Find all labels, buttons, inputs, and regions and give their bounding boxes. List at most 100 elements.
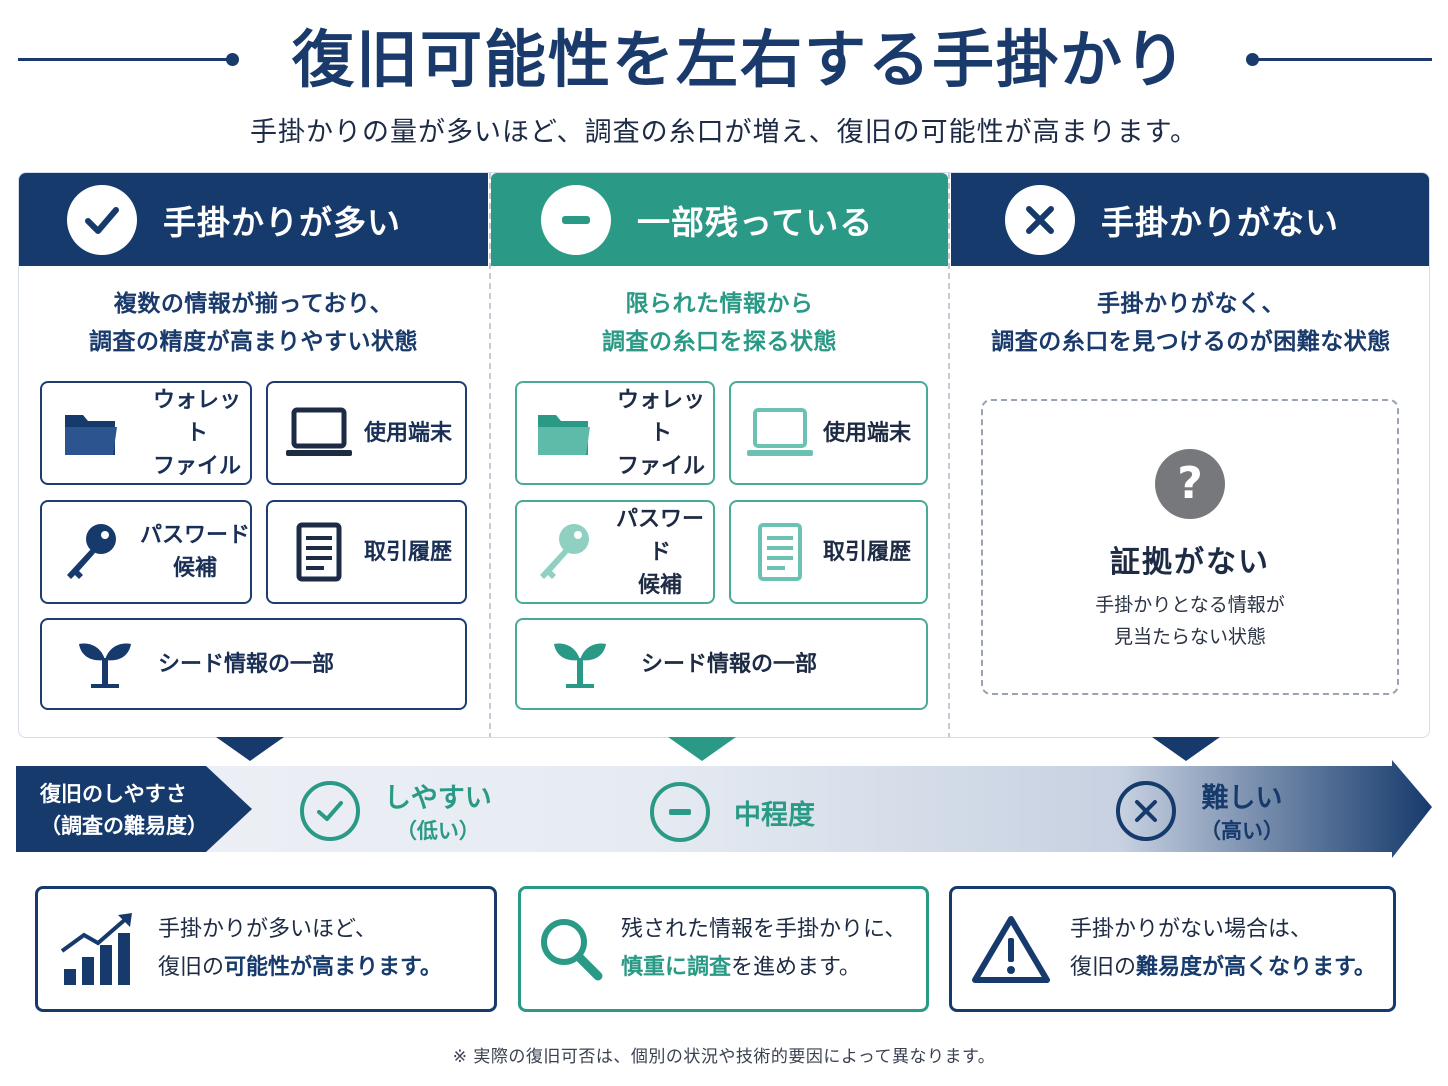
card-label: シード情報の一部: [641, 651, 818, 677]
difficulty-arrow: [16, 760, 1432, 858]
summary-text: 残された情報を手掛かりに、 慎重に調査を進めます。: [621, 911, 906, 987]
card-wallet-file: ウォレット ファイル: [40, 381, 252, 485]
card-seed-info: シード情報の一部: [515, 618, 928, 710]
pointer-triangle: [668, 737, 736, 761]
panel-description: 限られた情報から 調査の糸口を探る状態: [491, 285, 948, 361]
document-icon: [745, 522, 815, 582]
card-label: 使用端末: [823, 420, 912, 446]
difficulty-medium: 中程度: [650, 782, 815, 842]
panel-description: 手掛かりがなく、 調査の糸口を見つけるのが困難な状態: [951, 285, 1429, 361]
check-icon: [67, 184, 137, 255]
panel-header: 手掛かりがない: [951, 173, 1429, 266]
desc-line: 調査の糸口を探る状態: [602, 329, 837, 355]
title-dot-left: [226, 53, 239, 66]
check-icon: [300, 780, 360, 841]
card-label: ウォレット ファイル: [144, 384, 250, 483]
summary-text-normal: 復旧の: [158, 955, 225, 980]
summary-text-normal: を進めます。: [731, 955, 861, 980]
card-wallet-file: ウォレット ファイル: [515, 381, 715, 485]
summary-text: 手掛かりがない場合は、 復旧の難易度が高くなります。: [1070, 911, 1376, 987]
laptop-icon: [284, 406, 354, 460]
card-label: 使用端末: [364, 420, 453, 446]
card-label-line: 候補: [172, 556, 217, 581]
pointer-triangle: [1152, 737, 1220, 761]
summary-highlight: 難易度が高く: [1136, 955, 1269, 980]
difficulty-label-line: 復旧のしやすさ: [40, 782, 187, 806]
no-evidence-description: 手掛かりとなる情報が 見当たらない状態: [983, 589, 1397, 653]
summary-box-many: 手掛かりが多いほど、 復旧の可能性が高まります。: [35, 886, 497, 1012]
summary-highlight: 可能性が高まります。: [224, 955, 442, 980]
card-transaction-history: 取引履歴: [729, 500, 928, 604]
summary-text-normal: なります。: [1268, 955, 1376, 980]
difficulty-text: 中程度: [734, 793, 815, 832]
summary-box-none: 手掛かりがない場合は、 復旧の難易度が高くなります。: [949, 886, 1396, 1012]
document-icon: [284, 522, 354, 582]
card-label: パスワード 候補: [140, 519, 250, 585]
card-label-line: ウォレット: [152, 387, 241, 446]
title-row: 復旧可能性を左右する手掛かり: [0, 18, 1448, 98]
minus-icon: [650, 782, 710, 842]
panel-no-clues: 手掛かりがない 手掛かりがなく、 調査の糸口を見つけるのが困難な状態 ? 証拠が…: [951, 173, 1429, 737]
difficulty-main: しやすい: [384, 783, 492, 814]
desc-line: 調査の糸口を見つけるのが困難な状態: [991, 329, 1391, 355]
difficulty-sub: （高い）: [1200, 819, 1284, 843]
desc-line: 調査の精度が高まりやすい状態: [89, 329, 418, 355]
key-icon: [56, 521, 126, 583]
difficulty-main: 難しい: [1201, 783, 1283, 814]
title-divider-right: [1252, 58, 1432, 61]
x-icon: [1116, 780, 1176, 841]
desc-line: 手掛かりとなる情報が: [1095, 594, 1285, 616]
card-label-line: 候補: [637, 572, 682, 598]
difficulty-hard: 難しい （高い）: [1116, 776, 1284, 845]
panel-title: 手掛かりが多い: [163, 202, 401, 242]
growth-chart-icon: [38, 911, 158, 987]
no-evidence-title: 証拠がない: [1110, 545, 1270, 580]
difficulty-text: 難しい （高い）: [1200, 776, 1284, 845]
card-seed-info: シード情報の一部: [40, 618, 467, 710]
summary-box-some: 残された情報を手掛かりに、 慎重に調査を進めます。: [518, 886, 929, 1012]
laptop-icon: [745, 406, 815, 460]
page-subtitle: 手掛かりの量が多いほど、調査の糸口が増え、復旧の可能性が高まります。: [250, 117, 1198, 148]
folder-icon: [529, 407, 599, 459]
page-title: 復旧可能性を左右する手掛かり: [291, 23, 1188, 96]
title-divider-left: [18, 58, 228, 61]
summary-line: 復旧の難易度が高くなります。: [1070, 949, 1376, 987]
card-device: 使用端末: [729, 381, 928, 485]
difficulty-easy: しやすい （低い）: [300, 776, 492, 845]
card-label: パスワード 候補: [607, 503, 713, 602]
card-password: パスワード 候補: [40, 500, 252, 604]
card-label: 取引履歴: [364, 539, 453, 565]
panel-many-clues: 手掛かりが多い 複数の情報が揃っており、 調査の精度が高まりやすい状態 ウォレッ…: [19, 173, 488, 737]
difficulty-text: しやすい （低い）: [384, 776, 492, 845]
pointer-triangle: [216, 737, 284, 761]
magnifier-icon: [521, 914, 621, 984]
panel-header: 手掛かりが多い: [19, 173, 488, 266]
desc-line: 見当たらない状態: [1113, 626, 1266, 648]
footnote: ※ 実際の復旧可否は、個別の状況や技術的要因によって異なります。: [452, 1047, 996, 1067]
card-password: パスワード 候補: [515, 500, 715, 604]
sprout-icon: [70, 638, 140, 690]
difficulty-sub: （低い）: [395, 819, 480, 843]
card-label-line: ファイル: [152, 453, 241, 479]
difficulty-label-line: （調査の難易度）: [40, 814, 208, 838]
card-label: シード情報の一部: [158, 651, 335, 677]
card-transaction-history: 取引履歴: [266, 500, 467, 604]
summary-line: 残された情報を手掛かりに、: [621, 917, 907, 942]
difficulty-main: 中程度: [734, 799, 815, 831]
card-label: ウォレット ファイル: [609, 384, 713, 483]
key-icon: [529, 521, 599, 583]
panel-header: 一部残っている: [491, 173, 948, 266]
panel-some-clues: 一部残っている 限られた情報から 調査の糸口を探る状態 ウォレット ファイル 使…: [489, 173, 950, 737]
clue-panels: 手掛かりが多い 複数の情報が揃っており、 調査の精度が高まりやすい状態 ウォレッ…: [18, 172, 1430, 738]
card-label-line: ファイル: [616, 453, 705, 479]
summary-text: 手掛かりが多いほど、 復旧の可能性が高まります。: [158, 911, 442, 987]
panel-title: 手掛かりがない: [1101, 202, 1339, 242]
panel-description: 複数の情報が揃っており、 調査の精度が高まりやすい状態: [19, 285, 488, 361]
summary-text-normal: 復旧の: [1070, 955, 1137, 980]
summary-line: 復旧の可能性が高まります。: [158, 949, 442, 987]
panel-title: 一部残っている: [637, 202, 874, 242]
summary-line: 手掛かりがない場合は、: [1070, 917, 1313, 942]
card-device: 使用端末: [266, 381, 467, 485]
x-icon: [1005, 184, 1075, 255]
sprout-icon: [545, 638, 615, 690]
